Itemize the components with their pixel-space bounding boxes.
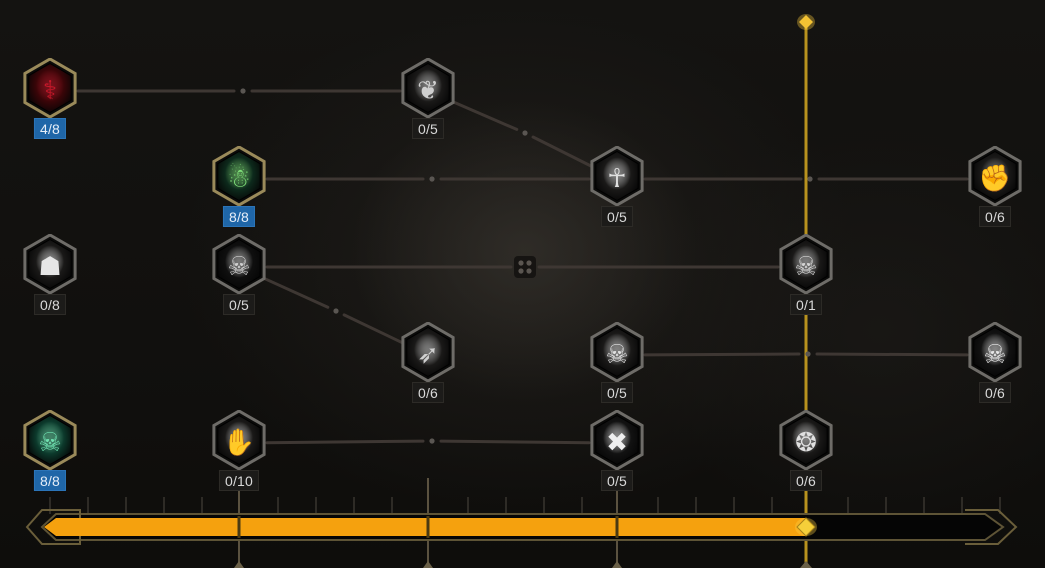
skill-rank-label: 0/6 [978,206,1012,227]
skill-rank-label: 0/5 [600,206,634,227]
skill-rank-label: 0/10 [218,470,260,491]
spine-icon: ⚕ [42,75,58,105]
skill-node-crossed-blades-grid[interactable]: ✖ 0/5 [587,410,647,491]
node-hex-frame [401,58,455,119]
column-guide-marker [800,561,812,568]
column-guide-marker [423,561,433,568]
skill-tree-connections [76,14,969,568]
skill-node-hooded-skull[interactable]: ☠ 0/5 [587,322,647,403]
skill-node-claw-hand[interactable]: ✋ 0/10 [209,410,269,491]
link-junction-dot [240,88,246,94]
skill-rank-label: 0/5 [600,382,634,403]
node-hex-frame [212,410,266,471]
link-junction-dot [522,130,528,136]
link-junction-dot [807,176,813,182]
claw-icon: ❦ [417,75,439,105]
skill-rank-label: 0/6 [411,382,445,403]
skill-node-green-spirit[interactable]: ☃ 8/8 [209,146,269,227]
skill-link [76,88,402,94]
node-hex-frame [968,322,1022,383]
progress-right-cap [965,509,1018,545]
progress-marker-top-diamond [799,15,813,29]
skill-rank-label: 0/8 [33,294,67,315]
node-hex-frame [779,410,833,471]
link-junction-dot [805,351,811,357]
progress-fill [44,518,806,536]
skill-rank-label: 4/8 [33,118,67,139]
skill-node-bone-wheel[interactable]: ❂ 0/6 [776,410,836,491]
skill-link [643,351,969,357]
skull-scythe-icon: ☠ [794,251,818,281]
skill-tree-board: ⚕4/8 ❦0/5 ☃8/8 ☥0/5 ✊0/6 ☗0/8 ☠0/5 ☠0/1 … [0,0,1045,568]
skill-link [265,176,591,182]
hooded-skull-icon: ☠ [605,339,629,369]
skill-rank-label: 0/5 [222,294,256,315]
skill-node-skull-tentacles[interactable]: ☠ 0/6 [965,322,1025,403]
skill-node-shadow-demon[interactable]: ☠ 0/5 [209,234,269,315]
skill-rank-label: 0/5 [411,118,445,139]
skill-rank-label: 0/6 [978,382,1012,403]
skill-rank-label: 0/5 [600,470,634,491]
skill-node-torso[interactable]: ☗ 0/8 [20,234,80,315]
link-junction-dot [429,176,435,182]
progress-track[interactable] [0,0,1045,568]
skill-rank-label: 8/8 [33,470,67,491]
progress-marker-diamond[interactable] [796,517,816,537]
skill-link [452,100,594,168]
green-skull-icon: ☠ [38,427,62,457]
skull-tentacles-icon: ☠ [983,339,1007,369]
skill-node-skull-scythe[interactable]: ☠ 0/1 [776,234,836,315]
hooded-archer-icon: ➶ [417,339,439,369]
skill-link [265,256,780,278]
link-junction-dot [333,308,339,314]
skill-rank-label: 0/6 [789,470,823,491]
skill-node-beetle[interactable]: ☥ 0/5 [587,146,647,227]
node-hex-frame [401,322,455,383]
skill-node-spine[interactable]: ⚕ 4/8 [20,58,80,139]
node-hex-frame [212,234,266,295]
node-hex-frame [968,146,1022,207]
shadow-demon-icon: ☠ [227,251,251,281]
bone-wheel-icon: ❂ [795,427,817,457]
claw-hand-icon: ✋ [222,427,256,457]
node-hex-frame [212,146,266,207]
beetle-icon: ☥ [607,163,627,193]
column-guide-marker [612,561,622,568]
node-hex-frame [590,410,644,471]
column-guide-marker [234,561,244,568]
link-junction-dot [429,438,435,444]
skill-link [265,438,591,445]
node-hex-frame [590,322,644,383]
node-hex-frame [23,234,77,295]
skill-node-green-skull[interactable]: ☠ 8/8 [20,410,80,491]
skill-link [643,176,969,182]
fist-icon: ✊ [978,163,1012,193]
skill-rank-label: 8/8 [222,206,256,227]
node-hex-frame [23,58,77,119]
skill-node-fist[interactable]: ✊ 0/6 [965,146,1025,227]
node-hex-frame [23,410,77,471]
skill-node-claw[interactable]: ❦ 0/5 [398,58,458,139]
green-spirit-icon: ☃ [227,163,251,193]
torso-icon: ☗ [38,251,62,281]
skill-link [262,277,405,345]
crossed-blades-grid-icon: ✖ [606,427,628,457]
skill-rank-label: 0/1 [789,294,823,315]
node-hex-frame [590,146,644,207]
node-hex-frame [779,234,833,295]
skill-node-hooded-archer[interactable]: ➶ 0/6 [398,322,458,403]
